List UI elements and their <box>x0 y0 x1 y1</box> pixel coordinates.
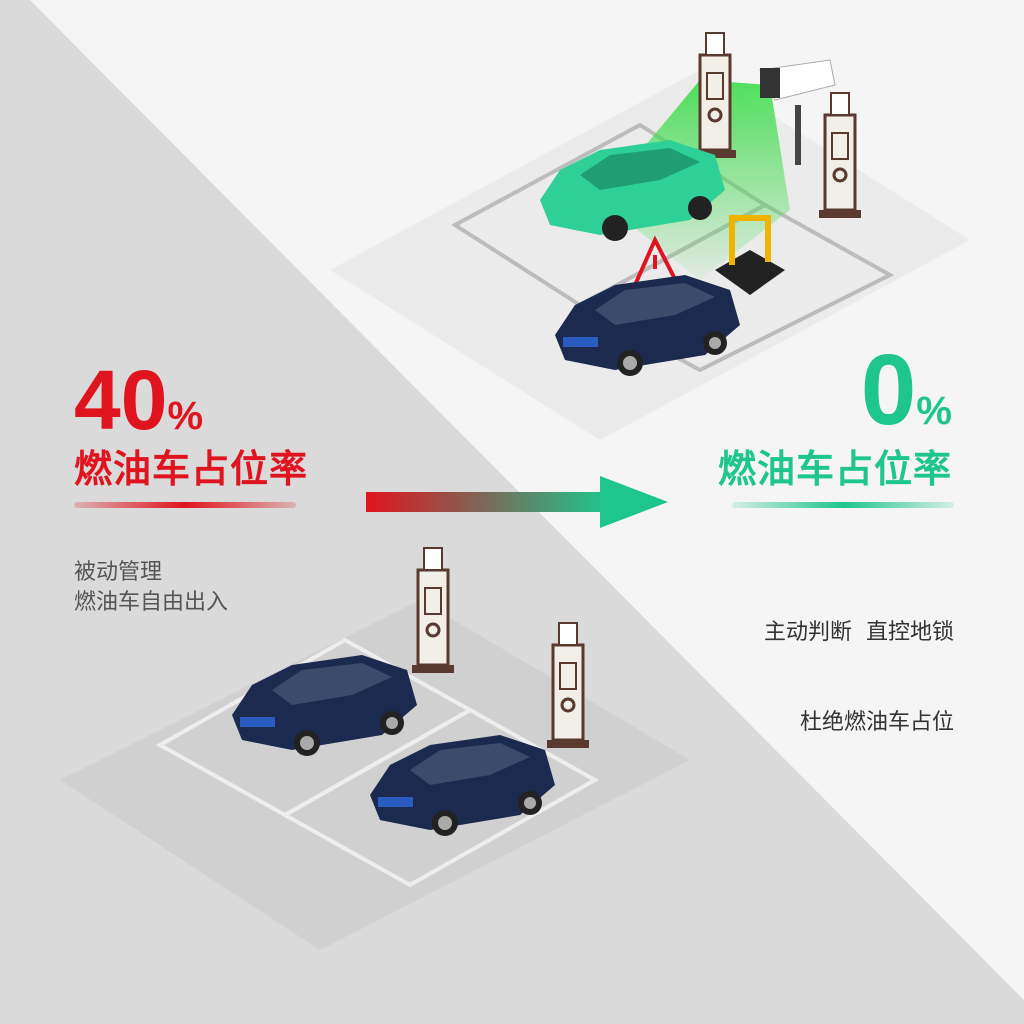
parking-lock-icon <box>715 215 785 295</box>
right-divider <box>732 502 954 508</box>
green-car <box>540 140 725 241</box>
charger-icon <box>692 31 738 160</box>
right-value: 0 <box>860 334 917 446</box>
left-divider <box>74 502 296 508</box>
desc-line: 杜绝燃油车占位 <box>799 710 954 735</box>
left-unit: % <box>167 394 204 438</box>
left-value: 40 <box>74 353 168 447</box>
desc-line: 被动管理 <box>74 560 163 585</box>
left-label: 燃油车占位率 <box>74 447 309 491</box>
bottom-parking-platform <box>60 600 690 950</box>
arrow-icon <box>366 476 668 528</box>
charger-icon <box>817 91 863 220</box>
desc-line: 主动判断 直控地锁 <box>764 620 954 645</box>
right-label: 燃油车占位率 <box>717 447 952 491</box>
camera-icon <box>759 59 836 165</box>
left-description: 被动管理 燃油车自由出入 <box>74 558 228 618</box>
right-description: 主动判断 直控地锁 杜绝燃油车占位 <box>764 558 954 768</box>
left-stat: 40% <box>74 358 203 442</box>
right-stat: 0% <box>861 340 952 440</box>
right-unit: % <box>916 389 952 433</box>
desc-line: 燃油车自由出入 <box>74 590 229 615</box>
